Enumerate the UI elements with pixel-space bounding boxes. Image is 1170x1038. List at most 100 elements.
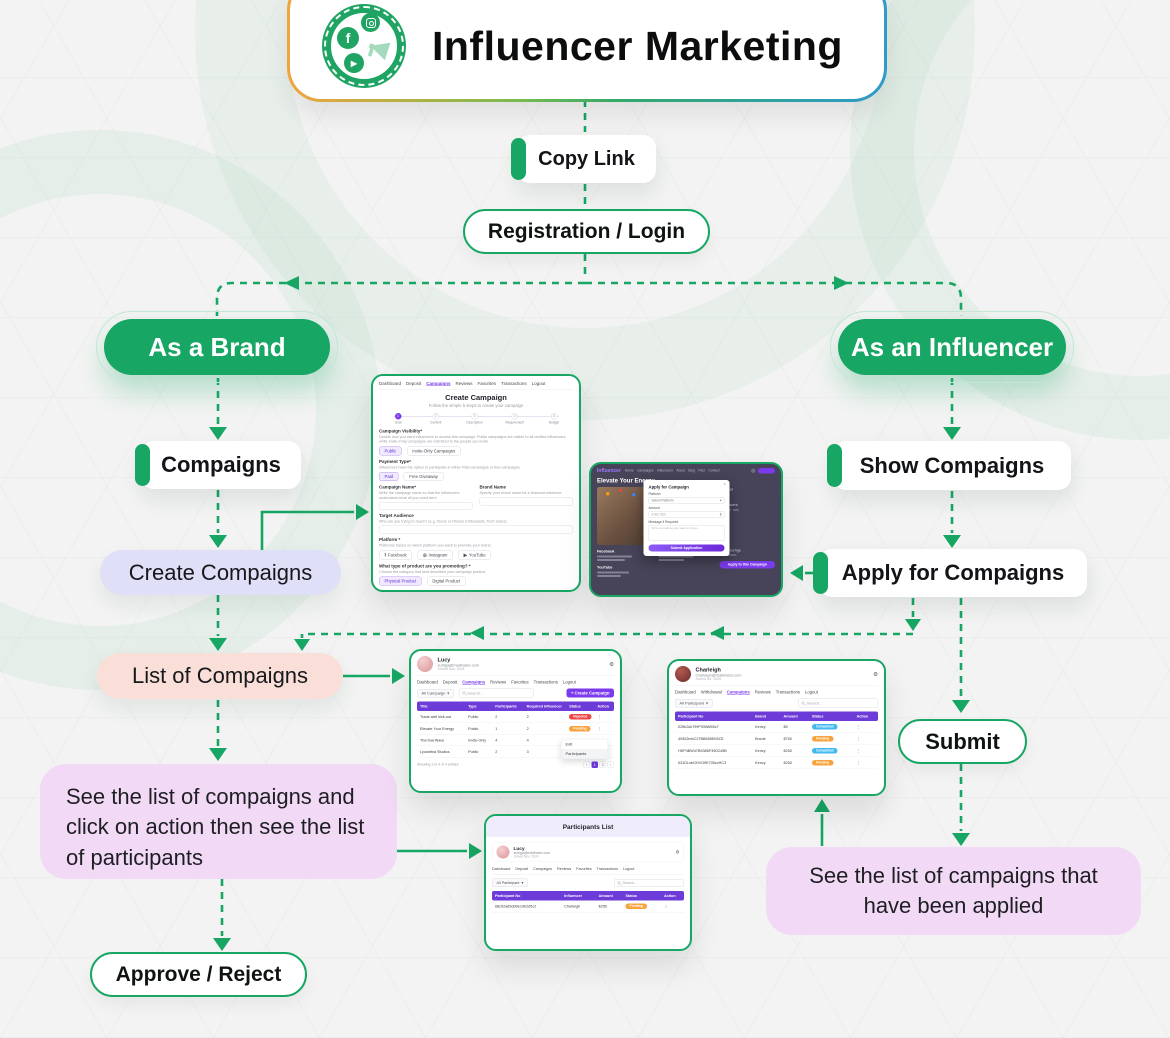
menu-item-edit[interactable]: Edit <box>565 742 573 747</box>
gear-icon[interactable]: ⚙ <box>873 671 878 678</box>
pagination: ‹ 1 2 › <box>583 761 614 768</box>
page-prev[interactable]: ‹ <box>583 761 590 768</box>
brand-name-input[interactable] <box>479 497 573 506</box>
youtube-platform-button[interactable]: ▶YouTube <box>458 550 492 560</box>
invite-only-button[interactable]: Invite-Only Campaigns <box>406 446 461 456</box>
row-actions-menu[interactable]: ⋮ <box>853 732 878 745</box>
table-header-row: Participant No Influencer Amount Status … <box>492 891 684 901</box>
nav-transactions[interactable]: Transactions <box>501 381 527 386</box>
form-stepper: 1 Goal 2 Content 3 Description 4 Require… <box>393 413 560 425</box>
screenshot-brand-campaign-list: Lucy suhiga@mailinator.com Joined Nov, 2… <box>409 649 622 793</box>
row-actions-menu[interactable]: ⋮ <box>594 711 614 723</box>
avatar <box>496 845 510 859</box>
send-product-question: *Will you be sending the product to the … <box>379 589 479 592</box>
instagram-icon <box>361 13 380 32</box>
row-actions-menu[interactable]: ⋮ <box>594 722 614 735</box>
status-badge: Rejected <box>569 714 592 720</box>
modal-platform-select[interactable]: Select Platform▾ <box>648 497 725 504</box>
step-2: 2 <box>432 413 439 420</box>
payment-type-label: Payment Type* <box>379 458 411 464</box>
row-actions-menu[interactable]: ⋮ <box>853 756 878 769</box>
instagram-platform-button[interactable]: ◎Instagram <box>417 550 453 560</box>
nav-favorites[interactable]: Favorites <box>477 381 497 386</box>
gear-icon[interactable]: ⚙ <box>675 849 680 855</box>
header-action-button[interactable] <box>758 468 775 474</box>
close-icon[interactable]: × <box>723 481 726 487</box>
row-actions-menu[interactable]: ⋮ <box>660 900 684 913</box>
apply-to-campaign-button[interactable]: Apply to this Campaign <box>719 561 776 569</box>
facebook-section-label: Facebook <box>597 549 615 554</box>
menu-item-participants[interactable]: Participants <box>561 749 608 759</box>
target-audience-input[interactable] <box>379 525 573 534</box>
create-campaign-button[interactable]: + Create Campaign <box>566 688 614 698</box>
row-actions-menu[interactable]: ⋮ <box>853 721 878 733</box>
paid-button[interactable]: Paid <box>379 472 399 482</box>
profile-avatar[interactable] <box>751 468 756 473</box>
youtube-icon: ▶ <box>463 552 467 558</box>
nav-dashboard[interactable]: Dashboard <box>379 381 402 386</box>
modal-amount-label: Amount <box>648 506 660 511</box>
free-giveaway-button[interactable]: Free Giveaway <box>403 472 444 482</box>
search-input[interactable]: Search... <box>614 878 684 887</box>
modal-amount-input[interactable]: Enter $50$ <box>648 511 725 518</box>
copy-link-label: Copy Link <box>538 147 635 170</box>
flow-node-as-an-influencer: As an Influencer <box>830 311 1074 383</box>
currency-suffix: $ <box>719 512 722 517</box>
flow-node-compaigns: Compaigns <box>135 441 301 489</box>
list-of-compaigns-label: List of Compaigns <box>131 663 309 688</box>
modal-message-textarea[interactable]: Write something you want to show... <box>648 525 725 541</box>
product-type-help: Choose the category that best describes … <box>379 569 487 574</box>
table-header-row: Participant No Brand Amount Status Actio… <box>675 711 878 721</box>
search-icon <box>617 881 621 885</box>
payment-type-help: Influencers have the option to participa… <box>379 464 521 470</box>
flow-node-registration-login: Registration / Login <box>463 209 710 254</box>
nav-logout[interactable]: Logout <box>531 381 546 386</box>
search-icon <box>801 701 805 705</box>
public-button[interactable]: Public <box>379 446 402 456</box>
chevron-down-icon: ▾ <box>447 690 450 696</box>
screenshot-influencer-applied-list: Charleigh charleigh@mailinator.com Joine… <box>667 659 886 796</box>
page-1[interactable]: 1 <box>591 761 598 768</box>
facebook-icon: f <box>384 552 386 558</box>
screenshot-campaign-page: Influencer Home Campaigns Influencers Ab… <box>589 462 783 597</box>
page-title: Influencer Marketing <box>432 22 843 69</box>
digital-product-button[interactable]: Digital Product <box>426 576 466 586</box>
row-actions-menu[interactable]: ⋮ <box>853 744 878 757</box>
participant-filter-dropdown[interactable]: All Participant▾ <box>675 698 713 708</box>
page-next[interactable]: › <box>607 761 614 768</box>
nav-reviews[interactable]: Reviews <box>455 381 473 386</box>
campaign-filter-dropdown[interactable]: All Campaign▾ <box>417 688 454 698</box>
table-header-row: Title Type Participants Required Influen… <box>417 701 614 711</box>
nav-deposit[interactable]: Deposit <box>406 381 422 386</box>
chevron-down-icon: ▾ <box>719 499 722 503</box>
campaign-name-help: Write the campaign name so that the infl… <box>379 490 460 500</box>
gear-icon[interactable]: ⚙ <box>609 661 614 668</box>
user-email: charleigh@mailinator.com <box>695 673 742 678</box>
user-email: suhiga@mailinator.com <box>513 851 550 855</box>
search-icon <box>462 691 466 695</box>
physical-product-button[interactable]: Physical Product <box>379 576 422 586</box>
user-joined: Joined Jul, 2025 <box>695 677 721 682</box>
campaign-name-input[interactable] <box>379 501 473 510</box>
youtube-section-label: YouTube <box>597 565 613 570</box>
user-email: suhiga@mailinator.com <box>437 663 480 668</box>
search-input[interactable]: Search... <box>798 698 878 708</box>
header-card: f ▶ Influencer Marketing <box>287 0 887 102</box>
search-input[interactable]: Search... <box>458 688 534 698</box>
submit-label: Submit <box>925 728 1000 754</box>
flow-note-see-list-influencer: See the list of campaigns that have been… <box>766 847 1141 935</box>
site-nav: Home Campaigns Influencers About Blog FA… <box>624 469 720 473</box>
mini-form-nav: Dashboard Deposit Campaigns Reviews Favo… <box>379 381 573 386</box>
page-2[interactable]: 2 <box>599 761 606 768</box>
visibility-label: Campaign Visibility* <box>379 428 423 434</box>
nav-campaigns[interactable]: Campaigns <box>426 381 451 386</box>
modal-platform-label: Platform <box>648 492 661 497</box>
flow-node-as-a-brand: As a Brand <box>96 311 338 383</box>
participant-filter-dropdown[interactable]: All Participant▾ <box>492 878 528 887</box>
modal-submit-button[interactable]: Submit Application <box>648 544 725 552</box>
